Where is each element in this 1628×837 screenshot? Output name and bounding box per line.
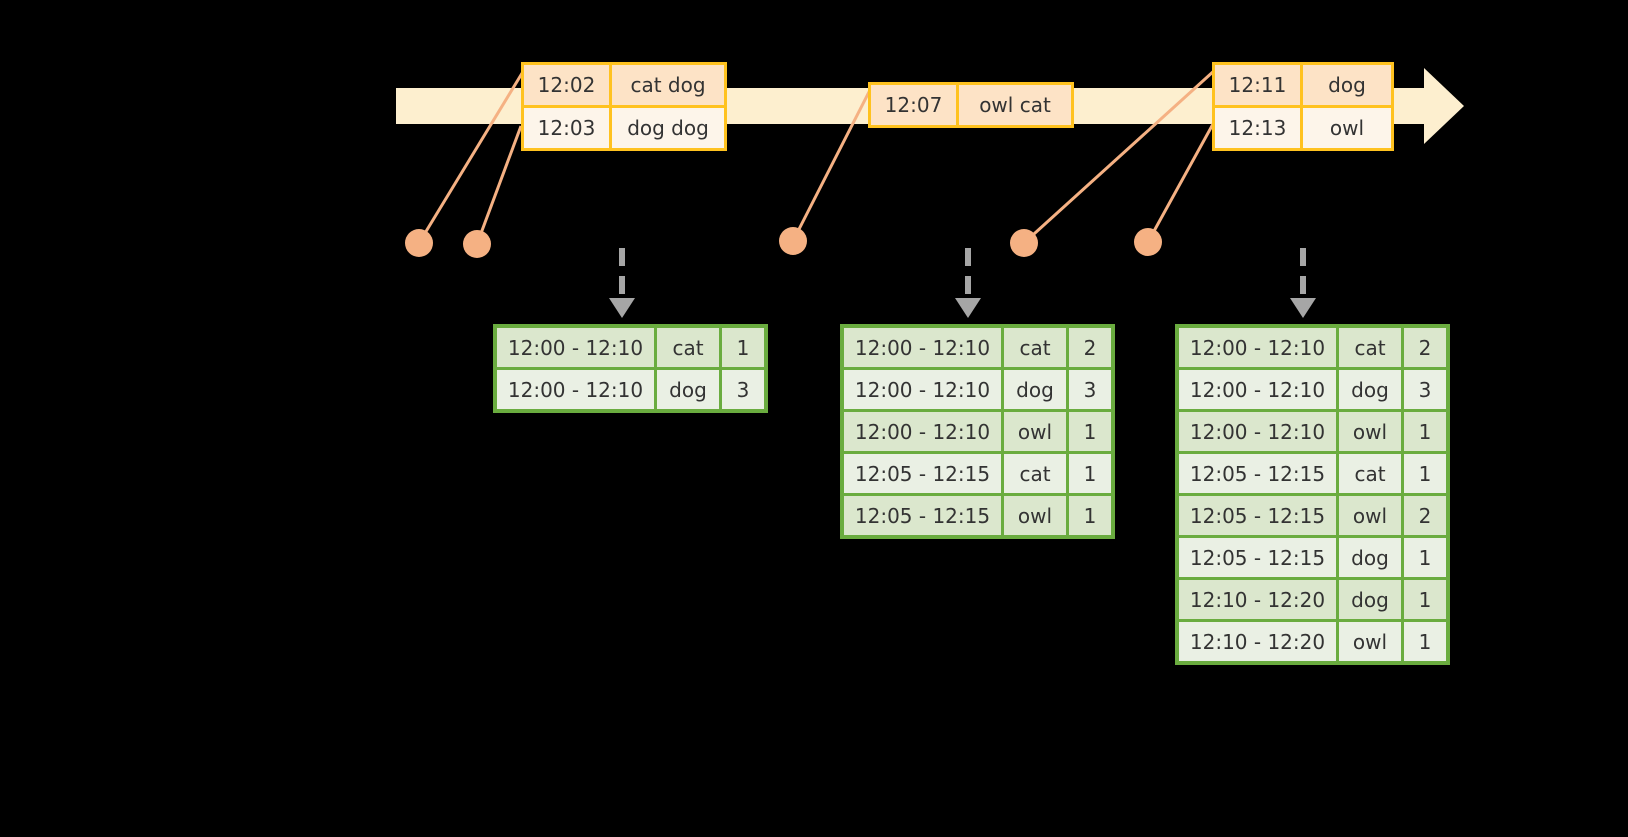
leader-line-3 [791,87,873,242]
event-row: 12:13 owl [1215,105,1391,148]
event-card-1202[interactable]: 12:02 cat dog 12:03 dog dog [521,62,727,151]
arrow-shaft [619,248,625,300]
cell-count: 1 [1404,622,1446,661]
arrow-head [1290,298,1316,318]
event-text: owl [1329,116,1365,140]
event-time: 12:13 [1215,108,1303,148]
cell-key: cat [1004,454,1066,493]
arrow-shaft [1300,248,1306,300]
cell-count: 1 [1069,496,1111,535]
timeline-arrowhead-icon [1424,68,1464,144]
event-time: 12:03 [524,108,612,148]
event-text: owl cat [979,93,1051,117]
cell-window: 12:00 - 12:10 [844,370,1001,409]
arrow-head [609,298,635,318]
arrow-shaft [965,248,971,300]
event-marker-4[interactable] [1010,229,1038,257]
event-text: dog [1328,73,1366,97]
cell-key: owl [1004,496,1066,535]
cell-count: 2 [1069,328,1111,367]
cell-window: 12:00 - 12:10 [844,328,1001,367]
cell-key: dog [1339,370,1401,409]
cell-key: cat [657,328,719,367]
cell-key: dog [657,370,719,409]
cell-window: 12:10 - 12:20 [1179,622,1336,661]
cell-count: 2 [1404,496,1446,535]
cell-window: 12:00 - 12:10 [497,328,654,367]
cell-count: 3 [722,370,764,409]
cell-key: dog [1004,370,1066,409]
leader-line-2 [475,125,523,245]
event-text: dog dog [627,116,709,140]
cell-key: dog [1339,538,1401,577]
event-marker-3[interactable] [779,227,807,255]
event-time: 12:11 [1215,65,1303,105]
event-row: 12:02 cat dog [524,65,724,105]
leader-line-4 [1022,68,1217,245]
cell-key: cat [1339,454,1401,493]
cell-window: 12:00 - 12:10 [1179,412,1336,451]
event-row: 12:07 owl cat [871,85,1071,125]
cell-key: owl [1339,622,1401,661]
cell-window: 12:05 - 12:15 [844,454,1001,493]
arrow-head [955,298,981,318]
cell-window: 12:05 - 12:15 [1179,538,1336,577]
cell-window: 12:05 - 12:15 [844,496,1001,535]
cell-count: 1 [1404,454,1446,493]
cell-count: 1 [1404,412,1446,451]
cell-window: 12:00 - 12:10 [844,412,1001,451]
cell-window: 12:00 - 12:10 [1179,370,1336,409]
cell-count: 1 [1404,538,1446,577]
cell-count: 2 [1404,328,1446,367]
cell-key: dog [1339,580,1401,619]
cell-count: 1 [1069,412,1111,451]
cell-window: 12:05 - 12:15 [1179,496,1336,535]
event-text: cat dog [630,73,706,97]
leader-line-5 [1146,123,1215,243]
cell-count: 1 [1404,580,1446,619]
leader-line-1 [417,69,526,244]
event-marker-2[interactable] [463,230,491,258]
cell-window: 12:10 - 12:20 [1179,580,1336,619]
cell-window: 12:00 - 12:10 [497,370,654,409]
cell-key: owl [1339,496,1401,535]
event-card-1211[interactable]: 12:11 dog 12:13 owl [1212,62,1394,151]
cell-window: 12:00 - 12:10 [1179,328,1336,367]
cell-count: 3 [1404,370,1446,409]
cell-key: owl [1004,412,1066,451]
event-card-1207[interactable]: 12:07 owl cat [868,82,1074,128]
event-time: 12:07 [871,85,959,125]
cell-key: owl [1339,412,1401,451]
cell-count: 3 [1069,370,1111,409]
cell-window: 12:05 - 12:15 [1179,454,1336,493]
cell-key: cat [1339,328,1401,367]
event-marker-5[interactable] [1134,228,1162,256]
event-row: 12:11 dog [1215,65,1391,105]
cell-count: 1 [722,328,764,367]
cell-key: cat [1004,328,1066,367]
event-marker-1[interactable] [405,229,433,257]
cell-count: 1 [1069,454,1111,493]
event-time: 12:02 [524,65,612,105]
event-row: 12:03 dog dog [524,105,724,148]
